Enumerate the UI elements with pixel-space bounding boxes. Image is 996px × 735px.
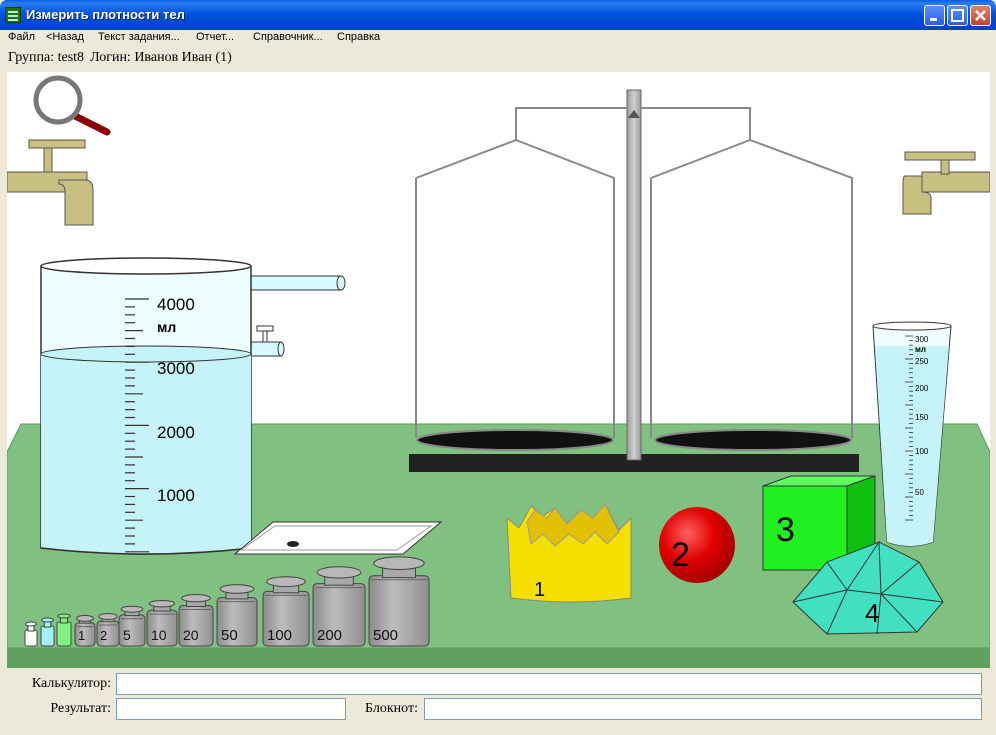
left-tap[interactable] <box>7 139 94 226</box>
weight-5[interactable]: 5 <box>118 605 146 647</box>
weight-50[interactable]: 50 <box>216 584 258 647</box>
left-pan[interactable] <box>416 429 614 451</box>
small-weight[interactable] <box>40 617 55 647</box>
weight-200[interactable]: 200 <box>312 566 366 647</box>
cylinder-scale <box>905 335 913 521</box>
weight-1[interactable]: 1 <box>74 614 96 647</box>
cyl-unit: мл <box>915 345 926 354</box>
table-top <box>7 423 990 649</box>
weight-label: 1 <box>78 628 85 643</box>
cube-number: 3 <box>776 511 795 549</box>
right-pan[interactable] <box>654 429 852 451</box>
crystal-number: 4 <box>865 598 879 628</box>
login-label: Логин: Иванов Иван (1) <box>90 50 232 65</box>
weight-label: 500 <box>373 627 398 644</box>
crown-body-1[interactable]: 1 <box>506 503 632 603</box>
sphere-number: 2 <box>671 536 690 574</box>
beaker-label-3000: 3000 <box>157 359 195 378</box>
menu-back[interactable]: <Назад <box>46 31 84 43</box>
weight-label: 10 <box>151 627 167 643</box>
menu-report[interactable]: Отчет... <box>196 31 235 43</box>
beaker-label-4000: 4000 <box>157 295 195 314</box>
menu-help[interactable]: Справка <box>337 31 381 43</box>
magnifier-icon[interactable] <box>33 75 111 136</box>
close-icon <box>975 10 986 21</box>
notepad-field[interactable] <box>424 698 982 720</box>
crystal-body-4[interactable]: 4 <box>792 540 944 635</box>
weight-100[interactable]: 100 <box>262 576 310 647</box>
weight-10[interactable]: 10 <box>146 599 178 647</box>
user-info: Группа: test8 Логин: Иванов Иван (1) <box>8 50 238 66</box>
overflow-beaker[interactable]: 4000 мл 3000 2000 1000 <box>40 257 346 555</box>
weight-label: 200 <box>317 627 342 644</box>
balance-scale[interactable] <box>409 89 859 472</box>
weight-20[interactable]: 20 <box>178 594 214 647</box>
weight-2[interactable]: 2 <box>96 613 120 647</box>
small-weight[interactable] <box>24 621 38 647</box>
weight-label: 50 <box>221 627 238 644</box>
cyl-label-100: 100 <box>915 447 929 456</box>
title-bar: Измерить плотности тел <box>0 0 996 30</box>
measuring-cylinder[interactable]: 300 мл 250 200 150 100 50 <box>872 321 952 547</box>
cyl-label-200: 200 <box>915 384 929 393</box>
menu-bar: Файл <Назад Текст задания... Отчет... Сп… <box>0 30 996 48</box>
window-title: Измерить плотности тел <box>26 7 185 22</box>
tray[interactable] <box>233 521 443 555</box>
weight-500[interactable]: 500 <box>368 556 430 647</box>
beaker-water <box>41 354 251 554</box>
result-input[interactable] <box>121 701 345 717</box>
menu-file[interactable]: Файл <box>8 31 36 43</box>
sphere-body-2[interactable]: 2 <box>659 507 735 583</box>
minimize-button[interactable] <box>924 5 945 26</box>
notepad-label: Блокнот: <box>365 701 418 716</box>
weight-label: 100 <box>267 627 292 644</box>
result-field[interactable] <box>116 698 346 720</box>
weight-label: 5 <box>123 627 131 643</box>
beaker-unit: мл <box>157 319 176 335</box>
result-label: Результат: <box>50 701 111 716</box>
group-label: Группа: test8 <box>8 50 85 65</box>
weight-label: 20 <box>183 627 199 643</box>
app-icon <box>5 7 21 23</box>
bottom-panel: Калькулятор: Результат: Блокнот: <box>0 668 996 735</box>
close-button[interactable] <box>970 5 991 26</box>
calculator-label: Калькулятор: <box>31 676 111 691</box>
beaker-scale <box>125 298 149 553</box>
table-edge <box>7 648 990 668</box>
calculator-field[interactable] <box>116 673 982 695</box>
cube-body-3[interactable]: 3 <box>762 475 876 571</box>
cyl-label-150: 150 <box>915 413 929 422</box>
beaker-label-1000: 1000 <box>157 486 195 505</box>
weight-label: 2 <box>100 628 107 643</box>
small-weight[interactable] <box>56 613 72 647</box>
cyl-label-250: 250 <box>915 357 929 366</box>
notepad-input[interactable] <box>429 701 981 717</box>
lab-scene: 4000 мл 3000 2000 1000 300 мл 250 200 15… <box>7 72 990 668</box>
maximize-icon <box>951 9 964 22</box>
right-tap[interactable] <box>902 151 990 215</box>
cyl-label-50: 50 <box>915 488 924 497</box>
menu-reference[interactable]: Справочник... <box>253 31 323 43</box>
minimize-icon <box>930 18 937 21</box>
calculator-input[interactable] <box>121 676 981 692</box>
crown-number: 1 <box>534 579 545 601</box>
cyl-label-300: 300 <box>915 335 929 344</box>
menu-task-text[interactable]: Текст задания... <box>98 31 180 43</box>
beaker-label-2000: 2000 <box>157 423 195 442</box>
maximize-button[interactable] <box>947 5 968 26</box>
